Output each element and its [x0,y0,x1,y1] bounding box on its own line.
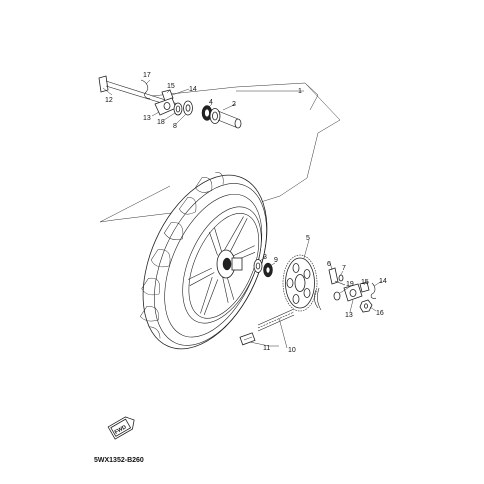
fwd-direction-badge: FWD [107,416,135,440]
chain-puller-left [154,97,177,116]
spacer-tube [217,110,242,129]
bearing-left [209,108,221,124]
axle-nut-right [359,299,373,313]
callout-12: 12 [105,97,113,104]
collar [183,100,193,116]
callout-14-left: 14 [189,86,197,93]
washer [173,102,183,116]
chain-master-link [239,332,256,346]
cotter-pin [140,79,151,99]
fwd-badge-text: FWD [114,424,128,435]
callout-16: 16 [376,310,384,317]
callout-17: 17 [143,72,151,79]
rear-sprocket [282,254,318,312]
chain-tensioner-bracket [314,267,346,311]
bearing-right [253,259,263,273]
callout-3: 3 [263,254,267,261]
callout-15-left: 15 [167,83,175,90]
callout-10: 10 [288,347,296,354]
callout-9: 9 [274,257,278,264]
callout-11: 11 [263,345,270,352]
callout-15-right: 15 [361,279,369,286]
wheel-rim [182,206,262,324]
callout-4: 4 [209,99,213,106]
callout-2: 2 [232,101,236,108]
chain-puller-right [343,281,377,302]
diagram-code: 5WX1352-B260 [94,457,144,464]
callout-6: 6 [327,261,331,268]
callout-19: 19 [346,281,354,288]
callout-8: 8 [173,123,177,130]
callout-1: 1 [298,88,302,95]
callout-14-right: 14 [379,278,387,285]
leader-lines [102,79,383,349]
callout-13-right: 13 [345,312,353,319]
wheel-hub [216,249,243,279]
oil-seal-right [263,262,273,278]
oil-seal [201,105,213,121]
callout-13-left: 13 [143,115,151,122]
callout-labels: 1 2 4 17 15 14 12 13 18 8 5 3 9 6 7 19 1… [105,72,387,354]
drive-chain [257,308,295,332]
callout-5: 5 [306,235,310,242]
callout-7: 7 [342,265,346,272]
callout-18: 18 [157,119,165,126]
rear-tire [139,172,268,350]
